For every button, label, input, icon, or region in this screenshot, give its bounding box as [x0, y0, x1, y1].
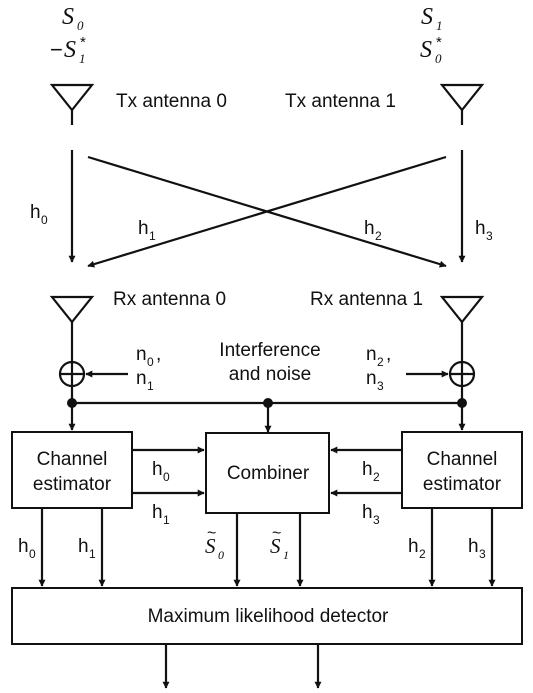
detector-outputs [162, 644, 322, 689]
noise-input-1: n 2 , n 3 [366, 344, 449, 393]
junction-dot-center [263, 398, 273, 408]
rx-antenna-0-icon [49, 295, 95, 324]
channel-estimator-left-box [11, 431, 133, 509]
tx0-symbol-conj: S [64, 37, 76, 63]
est-h3-sub: 3 [373, 513, 380, 527]
channel-estimator-right-line1: Channel [427, 449, 498, 470]
ml-detector-label: Maximum likelihood detector [148, 606, 389, 627]
channel-h0-sub: 0 [41, 213, 48, 227]
det-h2-sub: 2 [419, 547, 426, 561]
det-s0-label: S [205, 534, 216, 558]
det-s1-label: S [270, 534, 281, 558]
tx1-symbol-conj-sub: 0 [435, 51, 442, 66]
tx-antenna-1-icon [439, 83, 485, 112]
ml-detector-box [11, 587, 523, 645]
est-h3-label: h [362, 502, 373, 523]
tx0-symbol-s-sub: 0 [77, 18, 84, 33]
noise-0-n2: n [136, 368, 147, 389]
noise-1-sub-a: 2 [377, 355, 384, 369]
det-h3-label: h [468, 536, 479, 557]
noise-label: Interference and noise [219, 340, 320, 385]
det-h3-sub: 3 [479, 547, 486, 561]
det-s1-sub: 1 [283, 548, 289, 562]
tx-antenna-0: Tx antenna 0 [49, 83, 227, 163]
tx1-symbol-conj-sup: * [436, 34, 442, 51]
tx0-symbol-conj-sup: * [80, 34, 86, 51]
noise-label-line1: Interference [219, 340, 320, 361]
noise-0-sub-b: 1 [147, 379, 154, 393]
channel-labels: h 0 h 1 h 2 h 3 [30, 202, 493, 243]
channel-estimator-right-line2: estimator [423, 474, 502, 495]
rx-antenna-1: Rx antenna 1 [310, 289, 485, 362]
noise-0-n: n [136, 344, 147, 365]
tx0-symbol-neg: − [50, 37, 63, 62]
tx1-symbol-conj: S [420, 37, 432, 63]
channel-h3-label: h [475, 218, 486, 239]
inputs-to-detector: h 0 h 1 h 2 h 3 ~ S 0 ~ S 1 [18, 508, 496, 587]
est-h1-sub: 1 [163, 513, 170, 527]
signal-bus [67, 386, 467, 433]
det-s1-tilde: ~ [272, 525, 281, 542]
det-h1-label: h [78, 536, 89, 557]
combiner-box [205, 432, 330, 514]
tx1-symbol-s: S [421, 4, 433, 30]
noise-0-sep: , [156, 344, 161, 365]
channel-estimator-right-box [401, 431, 523, 509]
channel-h3-sub: 3 [486, 229, 493, 243]
est-h0-sub: 0 [163, 470, 170, 484]
det-h2-label: h [408, 536, 419, 557]
rx-antenna-0: Rx antenna 0 [49, 289, 226, 362]
channel-estimator-left-line2: estimator [33, 474, 112, 495]
channel-h2-label: h [364, 218, 375, 239]
tx0-symbol-conj-sub: 1 [79, 51, 86, 66]
channel-h1-sub: 1 [149, 229, 156, 243]
noise-1-n: n [366, 344, 377, 365]
channel-estimator-right: Channel estimator [401, 431, 523, 509]
det-h1-sub: 1 [89, 547, 96, 561]
adder-0 [58, 360, 86, 388]
tx1-symbol-s-sub: 1 [436, 18, 443, 33]
rx-antenna-1-label: Rx antenna 1 [310, 289, 423, 310]
tx-antenna-1-label: Tx antenna 1 [285, 91, 396, 112]
est-h0-label: h [152, 459, 163, 480]
channel-h0-label: h [30, 202, 41, 223]
channel-estimator-left: Channel estimator [11, 431, 133, 509]
det-s0-sub: 0 [218, 548, 224, 562]
channel-paths [68, 155, 466, 268]
combiner-label: Combiner [227, 463, 310, 484]
tx0-symbols: S 0 − S 1 * [50, 4, 86, 66]
noise-1-sub-b: 3 [377, 379, 384, 393]
adder-1 [448, 360, 476, 388]
noise-0-sub-a: 0 [147, 355, 154, 369]
est-h1-label: h [152, 502, 163, 523]
tx-antenna-1: Tx antenna 1 [285, 83, 485, 163]
combiner: Combiner [205, 432, 330, 514]
tx0-symbol-s: S [62, 4, 74, 30]
noise-input-0: n 0 , n 1 [85, 344, 161, 393]
noise-1-sep: , [386, 344, 391, 365]
channel-estimator-left-line1: Channel [37, 449, 108, 470]
estimates-to-combiner: h 0 h 1 h 2 h 3 [132, 446, 402, 527]
rx-antenna-1-icon [439, 295, 485, 324]
noise-1-n2: n [366, 368, 377, 389]
det-h0-label: h [18, 536, 29, 557]
rx-antenna-0-label: Rx antenna 0 [113, 289, 226, 310]
det-h0-sub: 0 [29, 547, 36, 561]
tx-antenna-0-label: Tx antenna 0 [116, 91, 227, 112]
est-h2-label: h [362, 459, 373, 480]
channel-h1-label: h [138, 218, 149, 239]
tx-antenna-0-icon [49, 83, 95, 112]
ml-detector: Maximum likelihood detector [11, 587, 523, 645]
noise-label-line2: and noise [229, 364, 311, 385]
est-h2-sub: 2 [373, 470, 380, 484]
tx1-symbols: S 1 S 0 * [420, 4, 443, 66]
channel-h2-sub: 2 [375, 229, 382, 243]
junction-dot-left [67, 398, 77, 408]
channel-h1-arrow [87, 155, 447, 268]
junction-dot-right [457, 398, 467, 408]
det-s0-tilde: ~ [207, 525, 216, 542]
